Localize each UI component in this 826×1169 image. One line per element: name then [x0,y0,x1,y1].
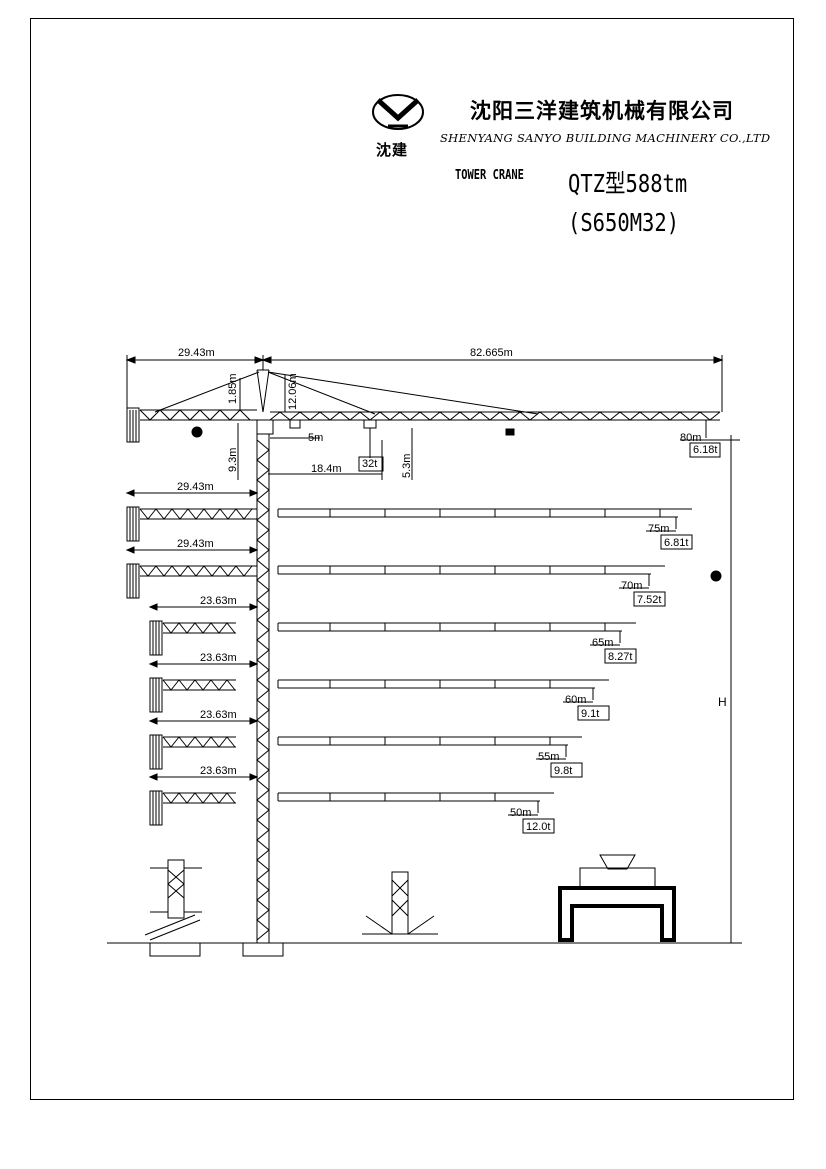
jib-config-row [148,603,636,656]
counter-jib-length-label: 23.63m [200,765,237,777]
tip-load-label: 8.27t [608,651,632,663]
counter-jib-length-label: 23.63m [200,709,237,721]
company-logo [372,94,424,130]
logo-text: 沈建 [376,141,409,159]
tip-load-box [604,648,637,664]
radius-label: 75m [648,523,669,535]
tip-load-box [660,534,693,550]
tip-load-box [550,762,583,778]
tip-load-label: 7.52t [637,594,661,606]
counter-jib-length-label: 29.43m [177,538,214,550]
jib-config-row [148,773,554,826]
tip-load-label: 12.0t [526,821,550,833]
counter-jib-length-label: 23.63m [200,652,237,664]
radius-label: 70m [621,580,642,592]
tip-load-box [522,818,555,834]
product-model-code: (S650M32) [568,208,680,237]
radius-label: 60m [565,694,586,706]
counter-jib-length-label: 29.43m [177,481,214,493]
jib-configurations: 29.43m 75m 6.81t 29.43m 70m 7.52t 23.63m 65m 8.2… [125,481,693,834]
drawing-frame [30,18,794,1100]
radius-label: 65m [592,637,613,649]
product-category: TOWER CRANE [455,168,524,183]
counter-jib-length-label: 23.63m [200,595,237,607]
height-marker-icon [710,570,722,582]
radius-label: 55m [538,751,559,763]
tip-load-label: 9.1t [581,708,599,720]
jib-config-row [125,546,665,599]
tip-load-box [577,705,610,721]
jib-config-row [148,660,609,713]
radius-label: 50m [510,807,531,819]
logo-ring-icon [372,94,424,130]
product-model: QTZ型588tm [568,169,688,198]
tip-load-label: 9.8t [554,765,572,777]
tip-load-box [633,591,666,607]
tip-load-label: 6.81t [664,537,688,549]
jib-config-row [125,489,692,542]
company-name-cn: 沈阳三洋建筑机械有限公司 [470,99,734,123]
jib-config-row [148,717,582,770]
company-name-en: SHENYANG SANYO BUILDING MACHINERY CO.,LT… [440,131,771,145]
height-label: H [718,695,727,709]
base-mechanisms [144,854,676,957]
top-crane [125,355,740,480]
height-dimension [710,435,732,943]
